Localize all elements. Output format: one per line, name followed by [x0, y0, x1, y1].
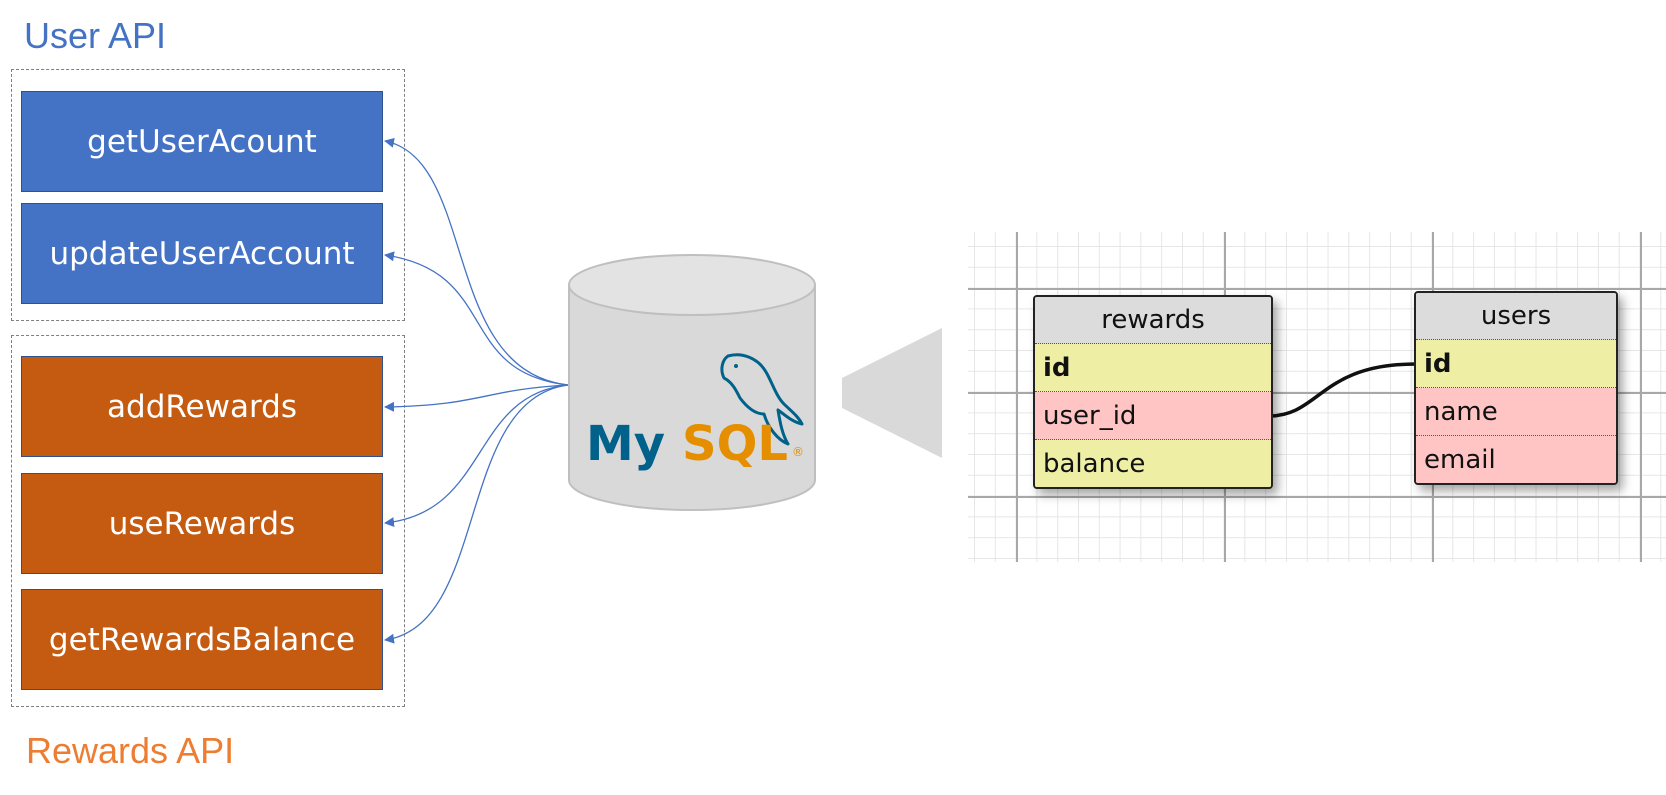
add-rewards-box[interactable]: addRewards — [21, 356, 383, 457]
rewards-column-id[interactable]: id — [1035, 344, 1271, 392]
update-user-account-box[interactable]: updateUserAccount — [21, 203, 383, 304]
mysql-logo: My SQL ® — [586, 352, 806, 476]
users-column-id[interactable]: id — [1416, 340, 1616, 388]
mysql-dolphin-icon: My SQL ® — [586, 353, 804, 472]
mysql-logo-text-sql: SQL — [682, 416, 788, 472]
rewards-table[interactable]: rewards id user_id balance — [1033, 295, 1273, 489]
rewards-api-group — [11, 335, 405, 707]
mysql-logo-text-my: My — [586, 416, 665, 472]
connector-get-user-acount — [384, 137, 569, 386]
mysql-registered-mark: ® — [792, 445, 804, 459]
schema-arrow-icon — [842, 328, 942, 458]
use-rewards-box[interactable]: useRewards — [21, 473, 383, 574]
connector-add-rewards — [384, 384, 569, 412]
user-api-title: User API — [24, 15, 167, 56]
connector-use-rewards — [384, 384, 569, 528]
database-cylinder — [568, 254, 816, 511]
get-user-acount-box[interactable]: getUserAcount — [21, 91, 383, 192]
connector-get-rewards-balance — [384, 384, 569, 644]
connector-update-user-account — [384, 251, 569, 386]
user-api-group — [11, 69, 405, 321]
users-table[interactable]: users id name email — [1414, 291, 1618, 485]
rewards-column-user-id[interactable]: user_id — [1035, 392, 1271, 440]
users-column-name[interactable]: name — [1416, 388, 1616, 436]
get-rewards-balance-box[interactable]: getRewardsBalance — [21, 589, 383, 690]
rewards-table-title: rewards — [1035, 297, 1271, 344]
rewards-column-balance[interactable]: balance — [1035, 440, 1271, 487]
users-column-email[interactable]: email — [1416, 436, 1616, 483]
rewards-api-title: Rewards API — [26, 730, 235, 771]
users-table-title: users — [1416, 293, 1616, 340]
